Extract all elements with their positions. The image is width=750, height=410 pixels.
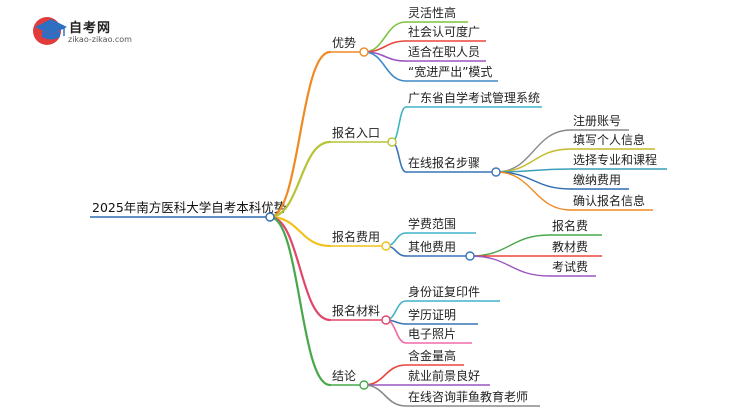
branch-connector-5	[268, 215, 332, 387]
root-topic: 2025年南方医科大学自考本科优势	[92, 200, 287, 215]
branch-5: 结论	[332, 369, 356, 383]
knob-branch-1	[359, 47, 369, 57]
leaf-connector-1-4	[363, 51, 407, 82]
subleaf-connector-2-2-1	[495, 129, 572, 173]
subleaf-2-2-1: 注册账号	[573, 113, 621, 128]
knob-branch-3	[381, 241, 391, 251]
branch-4: 报名材料	[332, 303, 380, 318]
knob-3-2	[465, 251, 475, 261]
subleaf-3-2-2: 教材费	[552, 239, 588, 254]
leaf-2-1: 广东省自学考试管理系统	[408, 90, 540, 105]
subleaf-3-2-1: 报名费	[552, 218, 588, 233]
leaf-1-3: 适合在职人员	[408, 44, 480, 59]
leaf-4-1: 身份证复印件	[408, 284, 480, 299]
logo-icon	[33, 17, 67, 45]
leaf-5-1: 含金量高	[408, 348, 456, 363]
leaf-1-2: 社会认可度广	[408, 24, 480, 39]
branch-1: 优势	[332, 36, 356, 50]
subleaf-connector-3-2-3	[469, 255, 551, 277]
leaf-4-2: 学历证明	[408, 307, 456, 322]
subleaf-3-2-3: 考试费	[552, 259, 588, 274]
leaf-5-2: 就业前景良好	[408, 368, 480, 383]
subleaf-2-2-3: 选择专业和课程	[573, 152, 657, 167]
knob-branch-4	[381, 315, 391, 325]
subleaf-connector-2-2-4	[495, 171, 572, 190]
logo-title: 自考网	[69, 21, 112, 36]
leaf-connector-2-2	[391, 141, 407, 173]
leaf-connector-5-1	[363, 364, 407, 386]
leaf-1-1: 灵活性高	[408, 5, 456, 20]
subleaf-2-2-2: 填写个人信息	[573, 132, 645, 147]
logo-subtitle: zikao-zikao.com	[68, 35, 132, 44]
branch-connector-2	[268, 140, 332, 219]
subleaf-2-2-5: 确认报名信息	[573, 193, 645, 208]
leaf-connector-2-1	[391, 106, 407, 143]
leaf-connector-1-1	[363, 21, 407, 53]
subleaf-connector-3-2-1	[469, 234, 551, 257]
branch-2: 报名入口	[332, 125, 380, 140]
leaf-3-1: 学费范围	[408, 216, 456, 231]
branch-connector-3	[268, 215, 332, 248]
subleaf-2-2-4: 缴纳费用	[573, 172, 621, 187]
subleaf-connector-2-2-5	[495, 171, 572, 211]
leaf-5-3: 在线咨询菲鱼教育老师	[408, 389, 528, 404]
branch-connector-4	[268, 215, 332, 322]
knob-branch-5	[359, 380, 369, 390]
branch-connector-1	[268, 50, 332, 219]
leaf-1-4: “宽进严出”模式	[408, 64, 492, 79]
leaf-connector-5-3	[363, 384, 407, 407]
branch-3: 报名费用	[332, 229, 380, 244]
knob-root	[265, 212, 275, 222]
leaf-4-3: 电子照片	[408, 327, 456, 341]
leaf-2-2: 在线报名步骤	[408, 155, 480, 170]
knob-2-2	[491, 167, 501, 177]
leaf-3-2: 其他费用	[408, 240, 456, 254]
knob-branch-2	[387, 137, 397, 147]
